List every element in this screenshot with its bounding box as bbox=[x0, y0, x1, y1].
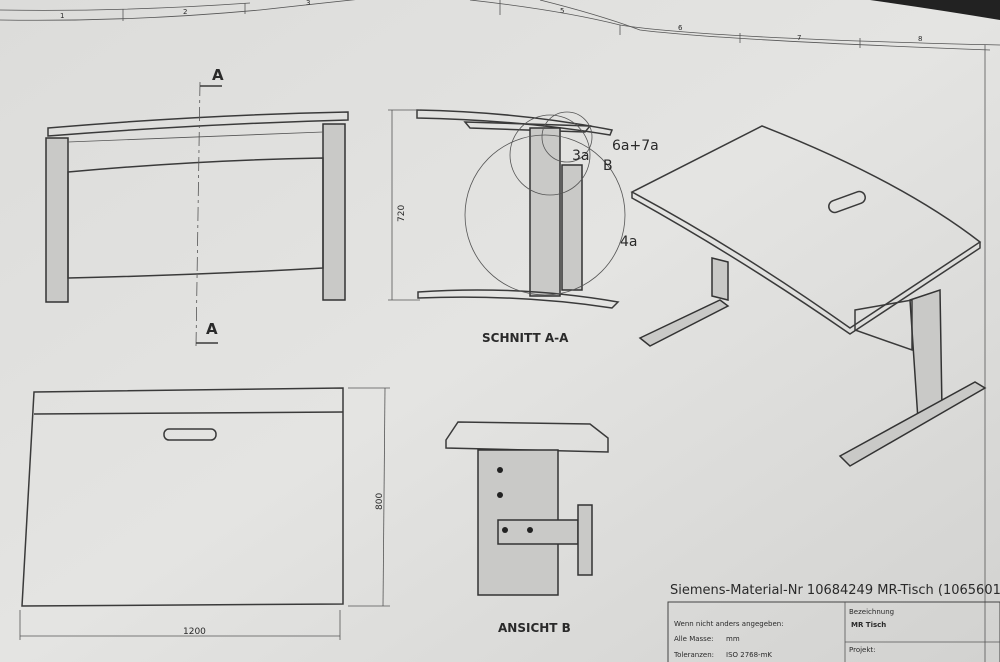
designation-value: MR Tisch bbox=[851, 621, 886, 629]
isometric-view bbox=[630, 125, 987, 467]
col-1: 1 bbox=[60, 12, 64, 20]
section-label-top: A bbox=[212, 66, 224, 84]
units-label: Alle Masse: bbox=[674, 635, 714, 643]
units-value: mm bbox=[726, 635, 740, 643]
depth-dimension: 800 bbox=[375, 493, 385, 510]
col-6: 6 bbox=[678, 24, 683, 32]
material-number: Siemens-Material-Nr 10684249 MR-Tisch (1… bbox=[670, 583, 1000, 598]
note-default: Wenn nicht anders angegeben: bbox=[674, 620, 784, 628]
callout-3a: 3a bbox=[572, 148, 590, 164]
front-view bbox=[45, 81, 349, 347]
section-caption: SCHNITT A-A bbox=[482, 331, 569, 345]
col-3: 3 bbox=[306, 0, 310, 7]
section-view bbox=[388, 109, 626, 309]
project-label: Projekt: bbox=[849, 646, 876, 654]
callout-6a7a: 6a+7a bbox=[612, 138, 659, 154]
shadow bbox=[870, 0, 1000, 20]
callout-4a: 4a bbox=[620, 234, 638, 250]
col-7: 7 bbox=[797, 34, 801, 42]
col-2: 2 bbox=[183, 8, 187, 16]
detail-caption: ANSICHT B bbox=[498, 621, 571, 635]
callout-b: B bbox=[603, 158, 613, 174]
designation-label: Bezeichnung bbox=[849, 608, 894, 616]
top-view bbox=[19, 387, 390, 640]
col-8: 8 bbox=[918, 35, 922, 43]
height-dimension: 720 bbox=[397, 205, 407, 222]
col-5: 5 bbox=[560, 7, 564, 15]
section-label-bottom: A bbox=[206, 320, 218, 338]
tolerance-label: Toleranzen: bbox=[673, 651, 714, 659]
detail-view bbox=[445, 421, 609, 596]
width-dimension: 1200 bbox=[183, 627, 206, 637]
tolerance-value: ISO 2768-mK bbox=[726, 651, 772, 659]
title-block bbox=[667, 601, 1000, 662]
